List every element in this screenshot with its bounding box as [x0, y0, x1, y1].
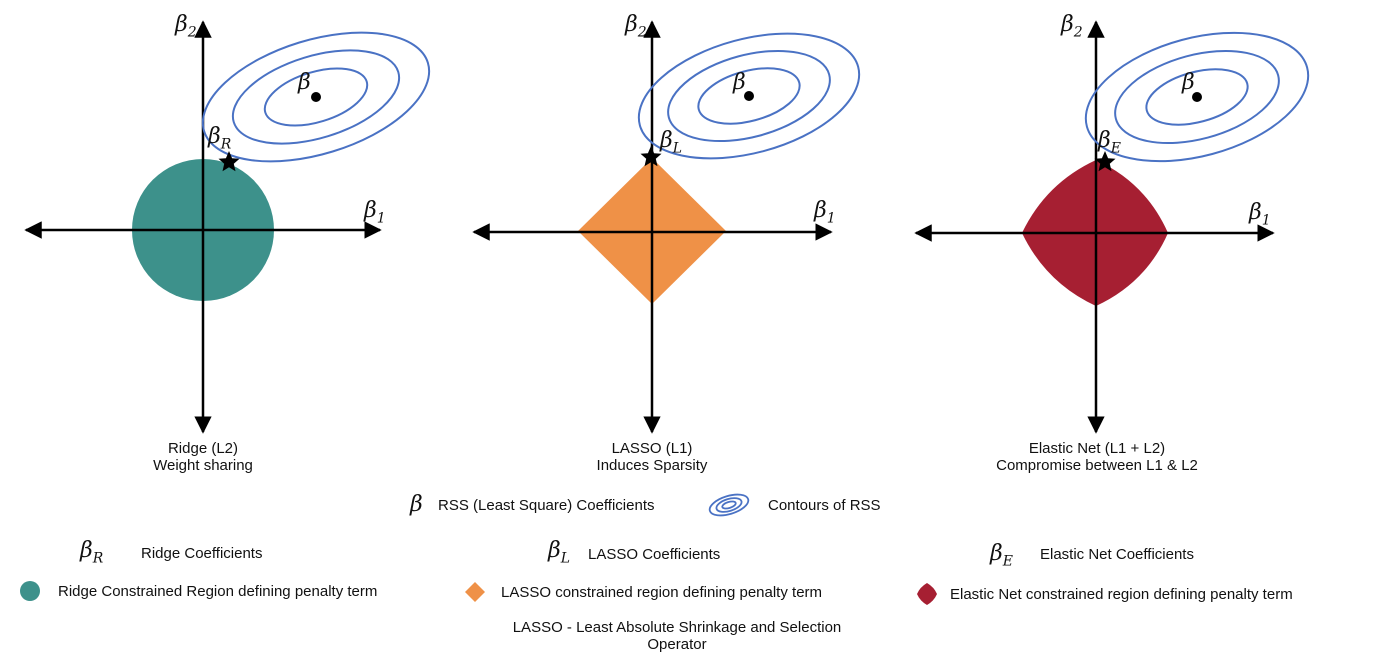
elastic-panel [914, 20, 1310, 434]
lasso-footnote: LASSO - Least Absolute Shrinkage and Sel… [447, 619, 907, 653]
lasso-x-axis-label: β1 [814, 198, 836, 227]
elastic-caption-subtitle: Compromise between L1 & L2 [996, 457, 1198, 474]
elastic-coef-star [1094, 151, 1116, 172]
elastic-rss-contours [1084, 31, 1310, 163]
ridge-beta-label: β [298, 70, 311, 95]
ridge-x-axis-label: β1 [364, 198, 386, 227]
lasso-footnote-line2: Operator [647, 636, 707, 653]
ridge-coef-label: βR [208, 124, 232, 153]
ridge-y-axis-label: β2 [175, 12, 197, 41]
lasso-beta-point [744, 91, 754, 101]
lasso-caption-title: LASSO (L1) [611, 440, 693, 457]
elastic-region-legend-text: Elastic Net constrained region defining … [950, 586, 1293, 603]
elastic-y-axis-label: β2 [1061, 12, 1083, 41]
lasso-coef-legend-text: LASSO Coefficients [588, 546, 721, 563]
elastic-beta-point [1192, 92, 1202, 102]
ridge-caption: Ridge (L2) Weight sharing [73, 440, 333, 474]
ridge-caption-subtitle: Weight sharing [153, 457, 253, 474]
elastic-region-legend-icon [917, 583, 937, 605]
elastic-caption-title: Elastic Net (L1 + L2) [1028, 440, 1166, 457]
lasso-coef-label: βL [660, 128, 683, 157]
lasso-rss-contours [637, 32, 861, 160]
ridge-panel [24, 20, 431, 434]
elastic-caption: Elastic Net (L1 + L2) Compromise between… [967, 440, 1227, 474]
lasso-y-axis-label: β2 [625, 12, 647, 41]
lasso-caption-subtitle: Induces Sparsity [596, 457, 708, 474]
lasso-beta-label: β [733, 70, 746, 95]
lasso-region-legend-icon [465, 582, 485, 602]
elastic-coef-legend-symbol: βE [990, 541, 1013, 570]
ridge-region-legend-icon [20, 581, 40, 601]
lasso-panel [472, 20, 861, 434]
ridge-region-legend-text: Ridge Constrained Region defining penalt… [58, 583, 378, 600]
contours-legend-icon [708, 493, 750, 517]
rss-legend-symbol: β [410, 492, 423, 517]
elastic-coef-legend-text: Elastic Net Coefficients [1040, 546, 1194, 563]
lasso-coef-star [640, 146, 662, 167]
ridge-rss-contours [201, 31, 431, 163]
rss-legend-text: RSS (Least Square) Coefficients [438, 497, 655, 514]
lasso-region-legend-text: LASSO constrained region defining penalt… [501, 584, 823, 601]
ridge-coef-legend-symbol: βR [80, 538, 104, 567]
lasso-footnote-line1: LASSO - Least Absolute Shrinkage and Sel… [512, 619, 842, 636]
lasso-caption: LASSO (L1) Induces Sparsity [522, 440, 782, 474]
contours-legend-text: Contours of RSS [768, 497, 881, 514]
ridge-beta-point [311, 92, 321, 102]
ridge-caption-title: Ridge (L2) [167, 440, 239, 457]
ridge-coef-legend-text: Ridge Coefficients [141, 545, 263, 562]
elastic-x-axis-label: β1 [1249, 200, 1271, 229]
elastic-coef-label: βE [1098, 128, 1121, 157]
ridge-coef-star [218, 151, 240, 172]
elastic-beta-label: β [1182, 70, 1195, 95]
lasso-coef-legend-symbol: βL [548, 538, 571, 567]
